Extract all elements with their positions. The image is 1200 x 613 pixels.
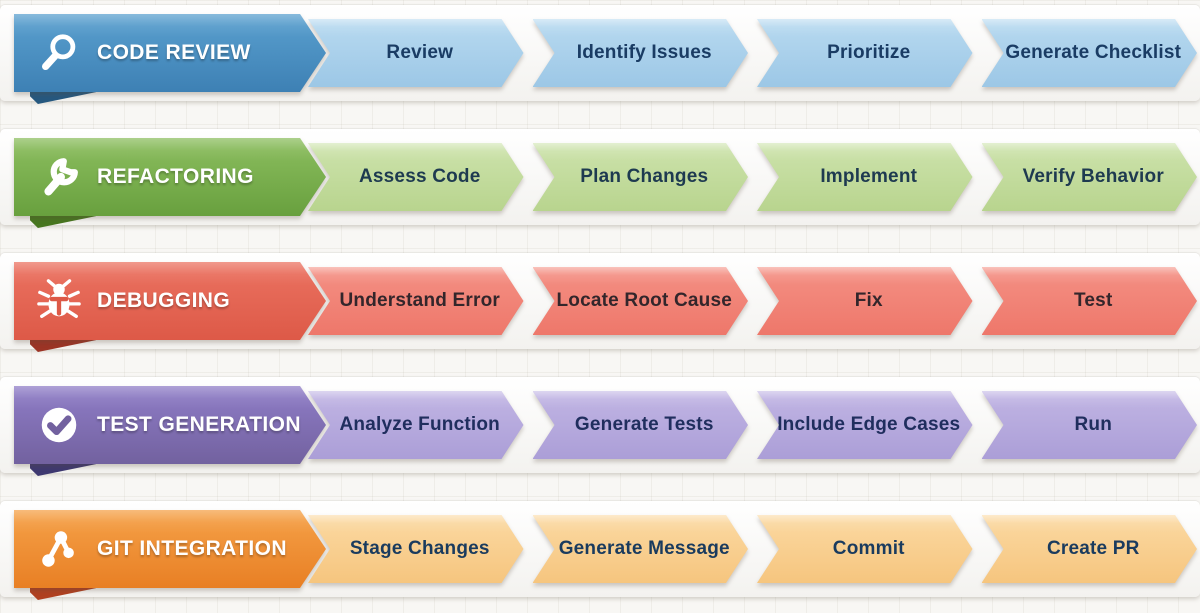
step-label: Prioritize [827,42,911,63]
git-branch-icon [36,526,82,572]
workflow-row-debugging: DEBUGGING Understand Error Locate Root C… [0,253,1200,352]
step-label: Implement [820,166,918,187]
step-label: Generate Message [558,538,730,559]
workflow-steps: Analyze Function Generate Tests Include … [308,391,1197,459]
workflow-step: Fix [757,267,973,335]
wrench-icon [36,154,82,200]
workflow-step: Locate Root Cause [533,267,749,335]
step-label: Include Edge Cases [777,414,961,435]
step-label: Locate Root Cause [556,290,732,311]
step-label: Run [1074,414,1113,435]
workflow-step: Verify Behavior [982,143,1198,211]
workflow-step: Generate Message [533,515,749,583]
step-label: Identify Issues [576,42,712,63]
step-label: Generate Tests [574,414,714,435]
workflow-step: Assess Code [308,143,524,211]
step-label: Review [386,42,454,63]
workflow-steps: Stage Changes Generate Message Commit Cr… [308,515,1197,583]
workflow-header: TEST GENERATION [14,386,326,464]
workflow-header: CODE REVIEW [14,14,326,92]
step-label: Test [1074,290,1113,311]
workflow-title: TEST GENERATION [97,413,301,436]
workflow-step: Review [308,19,524,87]
workflow-step: Test [982,267,1198,335]
workflow-steps: Review Identify Issues Prioritize Genera… [308,19,1197,87]
workflow-row-test-generation: TEST GENERATION Analyze Function Generat… [0,377,1200,476]
step-label: Assess Code [358,166,481,187]
workflow-row-git-integration: GIT INTEGRATION Stage Changes Generate M… [0,501,1200,600]
workflow-diagram: CODE REVIEW Review Identify Issues Prior… [0,5,1200,600]
workflow-step: Generate Checklist [982,19,1198,87]
workflow-step: Commit [757,515,973,583]
workflow-step: Plan Changes [533,143,749,211]
workflow-step: Prioritize [757,19,973,87]
workflow-header: DEBUGGING [14,262,326,340]
step-label: Commit [832,538,905,559]
workflow-title: DEBUGGING [97,289,231,312]
workflow-title: CODE REVIEW [97,41,251,64]
workflow-step: Create PR [982,515,1198,583]
magnifier-icon [36,30,82,76]
workflow-step: Generate Tests [533,391,749,459]
workflow-steps: Assess Code Plan Changes Implement Verif… [308,143,1197,211]
workflow-header: GIT INTEGRATION [14,510,326,588]
workflow-step: Stage Changes [308,515,524,583]
bug-icon [36,278,82,324]
workflow-row-refactoring: REFACTORING Assess Code Plan Changes Imp… [0,129,1200,228]
step-label: Understand Error [339,290,500,311]
step-label: Fix [854,290,883,311]
workflow-step: Understand Error [308,267,524,335]
check-circle-icon [36,402,82,448]
step-label: Analyze Function [339,414,500,435]
workflow-header: REFACTORING [14,138,326,216]
step-label: Stage Changes [349,538,490,559]
step-label: Plan Changes [580,166,709,187]
workflow-title: REFACTORING [97,165,254,188]
step-label: Generate Checklist [1005,42,1182,63]
step-label: Create PR [1046,538,1140,559]
step-label: Verify Behavior [1022,166,1164,187]
workflow-step: Include Edge Cases [757,391,973,459]
workflow-step: Implement [757,143,973,211]
workflow-step: Run [982,391,1198,459]
workflow-step: Analyze Function [308,391,524,459]
workflow-step: Identify Issues [533,19,749,87]
workflow-row-code-review: CODE REVIEW Review Identify Issues Prior… [0,5,1200,104]
workflow-steps: Understand Error Locate Root Cause Fix T… [308,267,1197,335]
workflow-title: GIT INTEGRATION [97,537,287,560]
workflow-list: CODE REVIEW Review Identify Issues Prior… [0,5,1200,600]
